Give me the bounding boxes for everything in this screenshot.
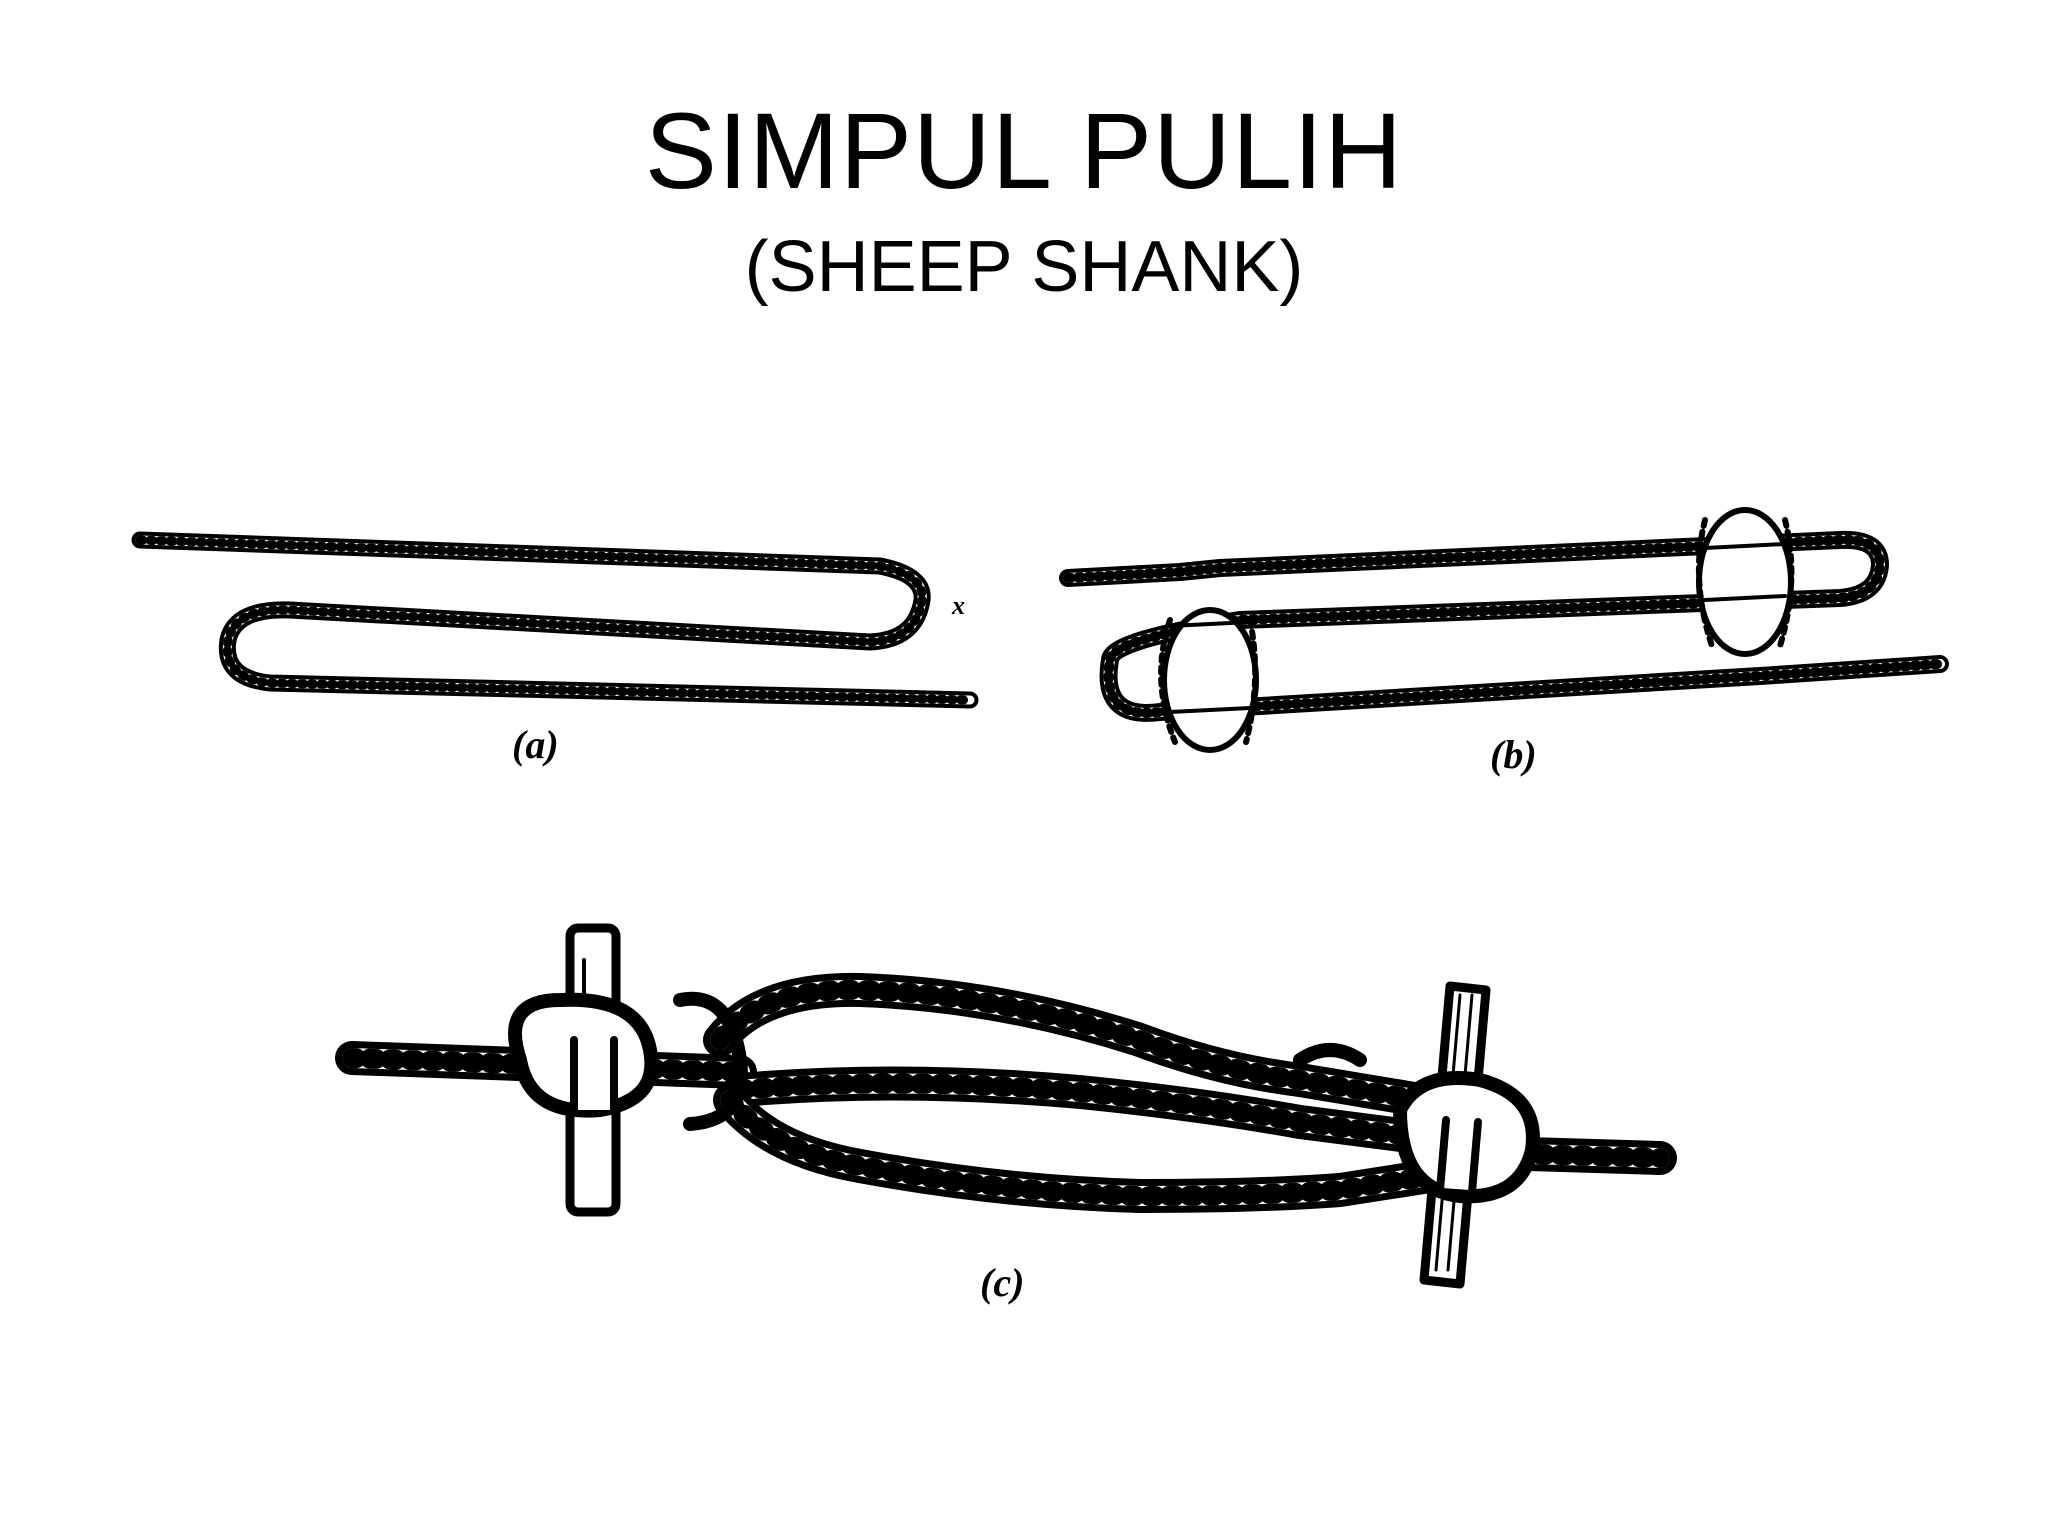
figure-b-label: (b): [1490, 732, 1537, 777]
figure-c-knot: [335, 923, 1677, 1289]
figure-a-label: (a): [512, 722, 559, 767]
slide-subtitle: (SHEEP SHANK): [744, 227, 1304, 307]
figure-b-rope: [1059, 507, 1949, 753]
figure-a-rope: [131, 531, 979, 709]
figure-c-label: (c): [980, 1260, 1024, 1305]
figure-a-marker: x: [951, 591, 965, 620]
slide-title: SIMPUL PULIH: [644, 90, 1404, 211]
